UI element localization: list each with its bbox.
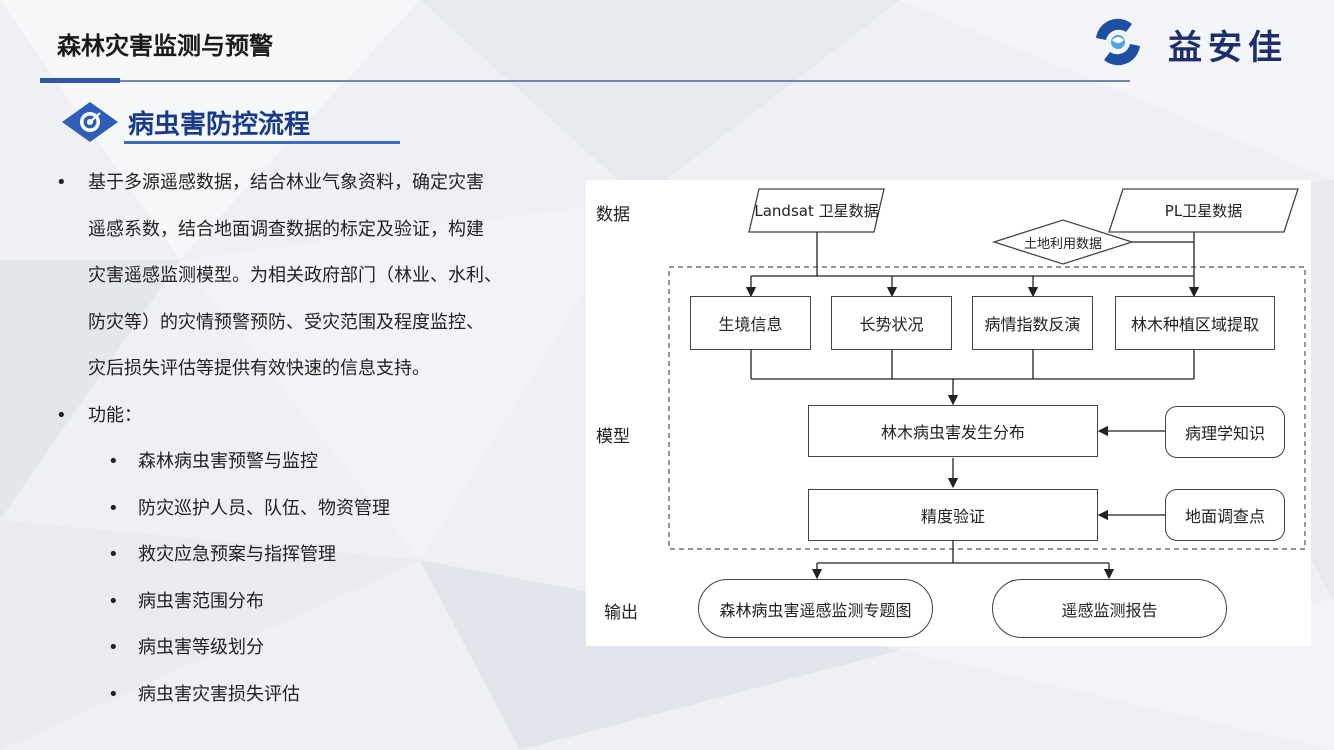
function-text: 病虫害灾害损失评估 xyxy=(138,683,300,705)
function-text: 救灾应急预案与指挥管理 xyxy=(138,544,336,565)
brand-logo-icon xyxy=(1096,18,1140,66)
description-line: 灾后损失评估等提供有效快速的信息支持。 xyxy=(88,358,430,379)
bullet-dot: • xyxy=(108,497,119,519)
function-text: 防灾巡护人员、队伍、物资管理 xyxy=(138,497,390,519)
landuse-label: 土地利用数据 xyxy=(1023,237,1102,252)
function-item: • 防灾巡护人员、队伍、物资管理 xyxy=(56,486,556,533)
row-label-output: 输出 xyxy=(604,603,638,623)
target-icon xyxy=(62,102,118,142)
pl-shape xyxy=(1108,188,1299,233)
function-text: 病虫害等级划分 xyxy=(138,637,264,658)
thematic-map-output: 森林病虫害遥感监测专题图 xyxy=(698,579,933,638)
flow-diagram: 数据 模型 输出 Landsat 卫星数据 PL卫星数据 土地利用数据 生境信息… xyxy=(586,180,1311,646)
function-label: 功能： xyxy=(88,404,142,426)
header-divider xyxy=(120,80,1130,82)
model-box: 林木病虫害发生分布 xyxy=(808,405,1098,457)
description-line: 基于多源遥感数据，结合林业气象资料，确定灾害 xyxy=(88,172,484,193)
growth-status-box: 长势状况 xyxy=(831,296,952,350)
model-boundary xyxy=(668,266,1306,550)
bullet-dot: • xyxy=(56,172,67,193)
pathology-box: 病理学知识 xyxy=(1165,406,1285,458)
row-label-data: 数据 xyxy=(596,205,630,225)
section-underline xyxy=(124,141,400,144)
function-item: • 救灾应急预案与指挥管理 xyxy=(56,532,556,579)
accuracy-box: 精度验证 xyxy=(808,489,1098,541)
function-item: • 病虫害灾害损失评估 xyxy=(56,672,556,719)
description-bullet: • 基于多源遥感数据，结合林业气象资料，确定灾害 遥感系数，结合地面调查数据的标… xyxy=(56,160,556,393)
landsat-label: Landsat 卫星数据 xyxy=(754,202,879,220)
description-line: 防灾等）的灾情预警预防、受灾范围及程度监控、 xyxy=(88,311,484,333)
flow-diagram-lines xyxy=(668,188,1306,580)
pl-label: PL卫星数据 xyxy=(1164,202,1243,220)
function-item: • 病虫害等级划分 xyxy=(56,625,556,672)
section-title: 病虫害防控流程 xyxy=(128,110,311,140)
description-line: 灾害遥感监测模型。为相关政府部门（林业、水利、 xyxy=(88,265,502,286)
landsat-shape xyxy=(748,188,885,233)
bullet-dot: • xyxy=(108,590,119,612)
disease-index-box: 病情指数反演 xyxy=(972,296,1093,350)
function-text: 森林病虫害预警与监控 xyxy=(138,451,318,472)
planting-area-box: 林木种植区域提取 xyxy=(1115,296,1275,350)
bullet-dot: • xyxy=(108,544,119,565)
header-accent xyxy=(40,78,120,83)
function-item: • 病虫害范围分布 xyxy=(56,579,556,626)
habitat-info-box: 生境信息 xyxy=(690,296,811,350)
bullet-dot: • xyxy=(108,637,119,658)
row-label-model: 模型 xyxy=(596,427,630,447)
function-bullet: • 功能： xyxy=(56,393,556,440)
brand-name: 益安佳 xyxy=(1168,28,1288,68)
description-line: 遥感系数，结合地面调查数据的标定及验证，构建 xyxy=(88,218,484,240)
bullet-dot: • xyxy=(108,451,119,472)
ground-survey-box: 地面调查点 xyxy=(1165,489,1285,541)
function-text: 病虫害范围分布 xyxy=(138,590,264,612)
description-list: • 基于多源遥感数据，结合林业气象资料，确定灾害 遥感系数，结合地面调查数据的标… xyxy=(56,160,556,718)
function-item: • 森林病虫害预警与监控 xyxy=(56,439,556,486)
bullet-dot: • xyxy=(56,404,67,426)
bullet-dot: • xyxy=(108,683,119,705)
page-title: 森林灾害监测与预警 xyxy=(57,32,273,60)
report-output: 遥感监测报告 xyxy=(992,579,1227,638)
